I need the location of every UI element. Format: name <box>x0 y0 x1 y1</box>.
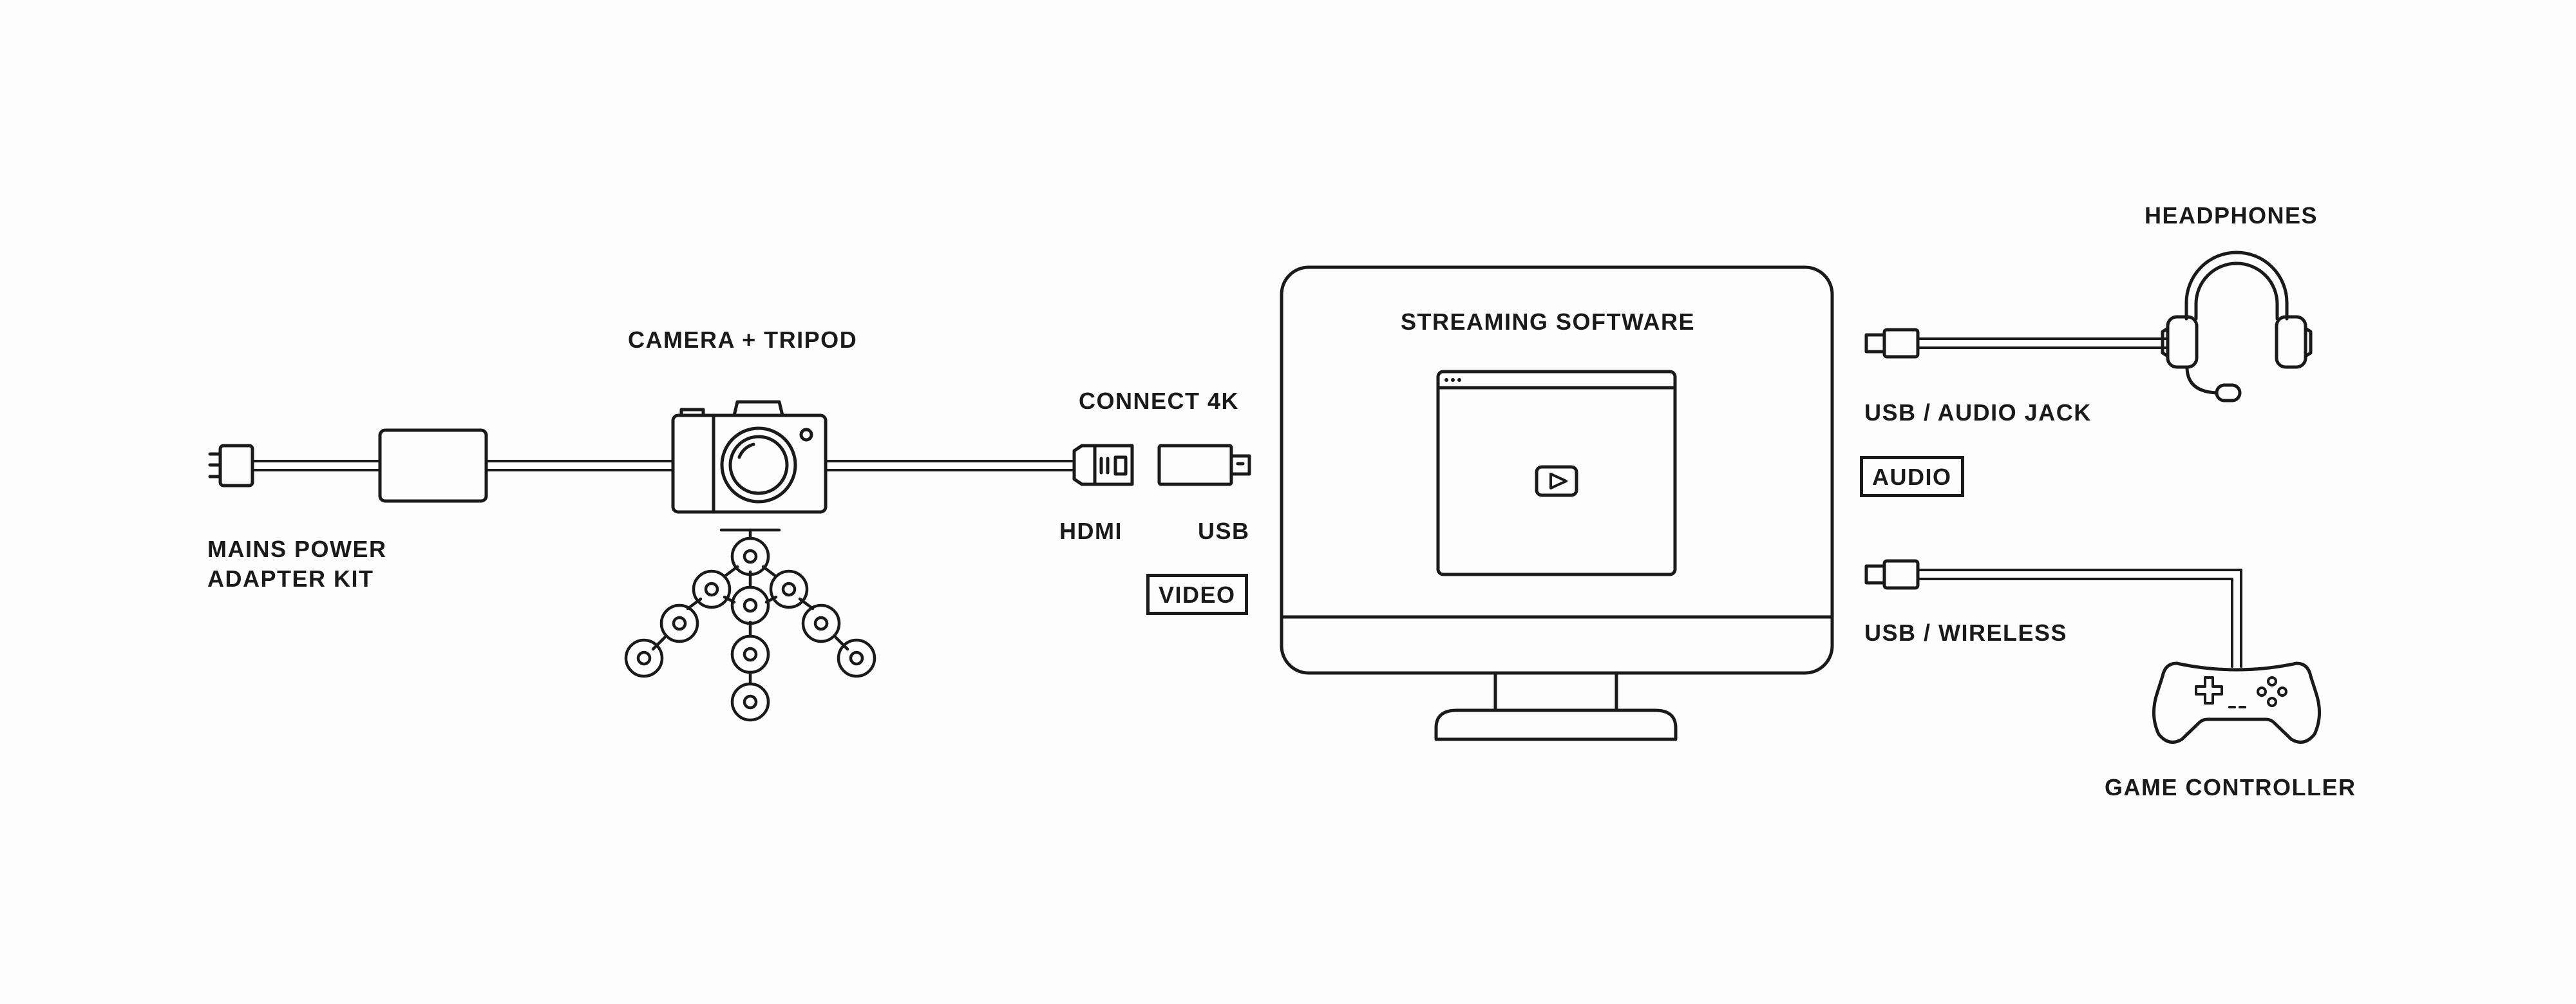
usb-capture-device-icon <box>1157 444 1251 486</box>
camera-tripod-label: CAMERA + TRIPOD <box>628 327 858 353</box>
mains-power-label-line2: ADAPTER KIT <box>207 565 374 592</box>
controller-cable <box>1917 569 2242 668</box>
headphones-icon <box>2161 251 2313 403</box>
headphones-label: HEADPHONES <box>2145 202 2318 229</box>
connect-4k-label: CONNECT 4K <box>1079 388 1240 414</box>
usb-connector-icon <box>1864 328 1920 359</box>
mains-power-label-line1: MAINS POWER <box>207 536 387 562</box>
usb-wireless-label: USB / WIRELESS <box>1864 620 2068 646</box>
streaming-software-label: STREAMING SOFTWARE <box>1401 308 1695 335</box>
power-adapter-icon <box>378 428 488 503</box>
usb-label: USB <box>1198 518 1250 544</box>
monitor-icon <box>1280 265 1834 741</box>
game-controller-label: GAME CONTROLLER <box>2105 774 2356 800</box>
adapter-camera-cable <box>485 460 674 471</box>
hdmi-label: HDMI <box>1059 518 1122 544</box>
usb-connector-icon <box>1864 559 1920 590</box>
power-plug-icon <box>208 444 254 488</box>
power-cable <box>251 460 381 471</box>
mains-power-label: MAINS POWER ADAPTER KIT <box>207 535 387 594</box>
headphones-cable <box>1917 337 2169 349</box>
browser-window-icon <box>1436 370 1677 576</box>
usb-audio-jack-label: USB / AUDIO JACK <box>1864 399 2092 426</box>
video-badge: VIDEO <box>1146 574 1248 615</box>
camera-hdmi-cable <box>824 460 1075 471</box>
play-button-icon <box>1535 465 1578 497</box>
audio-badge: AUDIO <box>1860 456 1964 497</box>
tripod-icon <box>624 528 876 722</box>
game-controller-icon <box>2152 661 2322 744</box>
camera-icon <box>671 400 828 514</box>
hdmi-connector-icon <box>1072 444 1134 486</box>
